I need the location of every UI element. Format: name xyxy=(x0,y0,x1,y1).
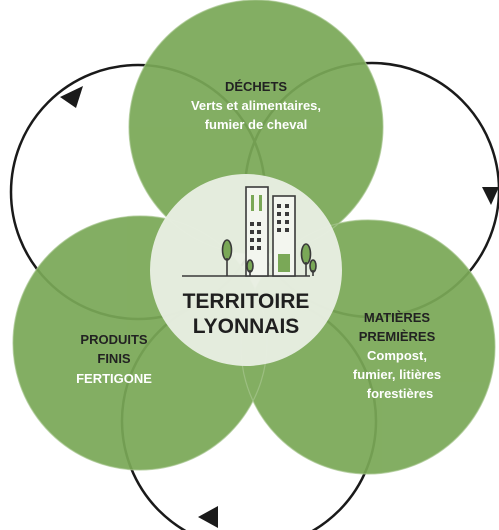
produits-line1: FERTIGONE xyxy=(76,371,152,386)
arrow-head-icon xyxy=(482,187,499,205)
matieres-line2: fumier, litières xyxy=(353,367,441,382)
arrow-head-icon xyxy=(60,86,83,108)
city-buildings-trees-icon xyxy=(182,186,317,277)
matieres-title2: PREMIÈRES xyxy=(359,329,436,344)
produits-title1: PRODUITS xyxy=(80,332,148,347)
center-title-line1: TERRITOIRE xyxy=(183,290,310,313)
matieres-line3: forestières xyxy=(367,386,433,401)
arrow-head-icon xyxy=(198,506,218,528)
dechets-line1: Verts et alimentaires, xyxy=(191,98,321,113)
dechets-title: DÉCHETS xyxy=(225,79,287,94)
center-title-line2: LYONNAIS xyxy=(193,315,300,338)
matieres-title1: MATIÈRES xyxy=(364,310,431,325)
dechets-line2: fumier de cheval xyxy=(205,117,308,132)
matieres-line1: Compost, xyxy=(367,348,427,363)
produits-title2: FINIS xyxy=(97,351,131,366)
